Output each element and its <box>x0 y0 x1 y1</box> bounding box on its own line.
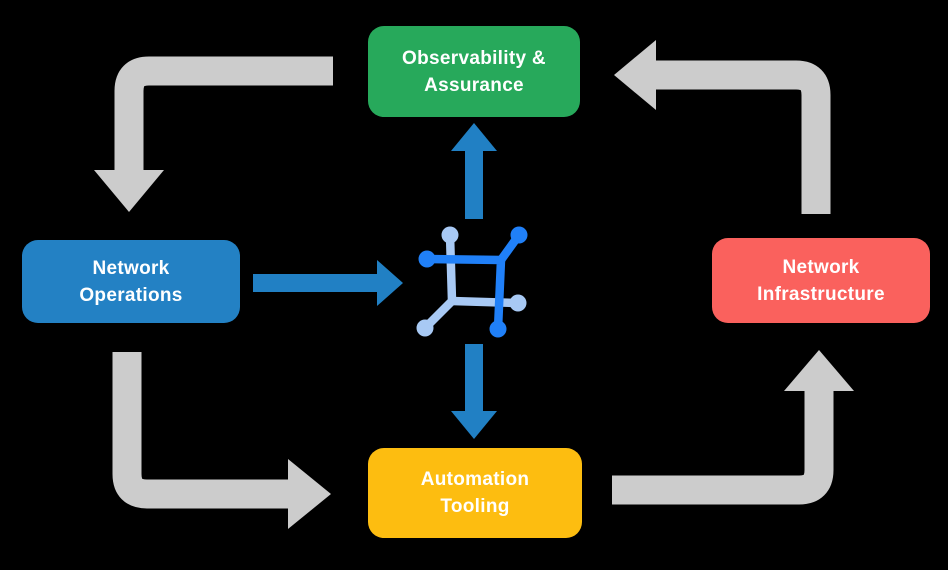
node-label-line: Automation <box>420 469 530 490</box>
node-observability-assurance: Observability & Assurance <box>368 26 580 117</box>
blue-arrow-up-head <box>451 123 497 151</box>
gray-arrow-bottomright-head <box>784 350 854 391</box>
network-mesh-icon <box>416 226 528 338</box>
node-automation-tooling: Automation Tooling <box>368 448 582 538</box>
blue-arrow-down-head <box>451 411 497 439</box>
gray-arrow-topleft-shaft <box>114 56 333 171</box>
node-label-line: Assurance <box>424 74 524 96</box>
gray-arrow-topright-head <box>614 40 656 110</box>
gray-arrow-bottomleft-shaft <box>112 352 289 509</box>
gray-cycle-arrows <box>94 40 854 529</box>
node-label-line: Network <box>92 257 170 279</box>
blue-arrows <box>253 123 497 439</box>
node-label-line: Network <box>782 256 860 278</box>
gray-arrow-topright-shaft <box>656 60 831 214</box>
gray-arrow-bottomright-shaft <box>612 390 834 505</box>
blue-arrow-right-head <box>377 260 403 306</box>
node-label-line: Infrastructure <box>757 283 885 305</box>
node-network-operations: Network Operations <box>22 240 240 323</box>
network-mesh-icon-dark-branch <box>418 226 528 338</box>
node-label-line: Operations <box>79 284 183 306</box>
gray-arrow-topleft-head <box>94 170 164 212</box>
node-label-line: Observability & <box>402 47 546 69</box>
node-network-infrastructure: Network Infrastructure <box>712 238 930 323</box>
node-label-line: Tooling <box>440 496 510 517</box>
gray-arrow-bottomleft-head <box>288 459 331 529</box>
